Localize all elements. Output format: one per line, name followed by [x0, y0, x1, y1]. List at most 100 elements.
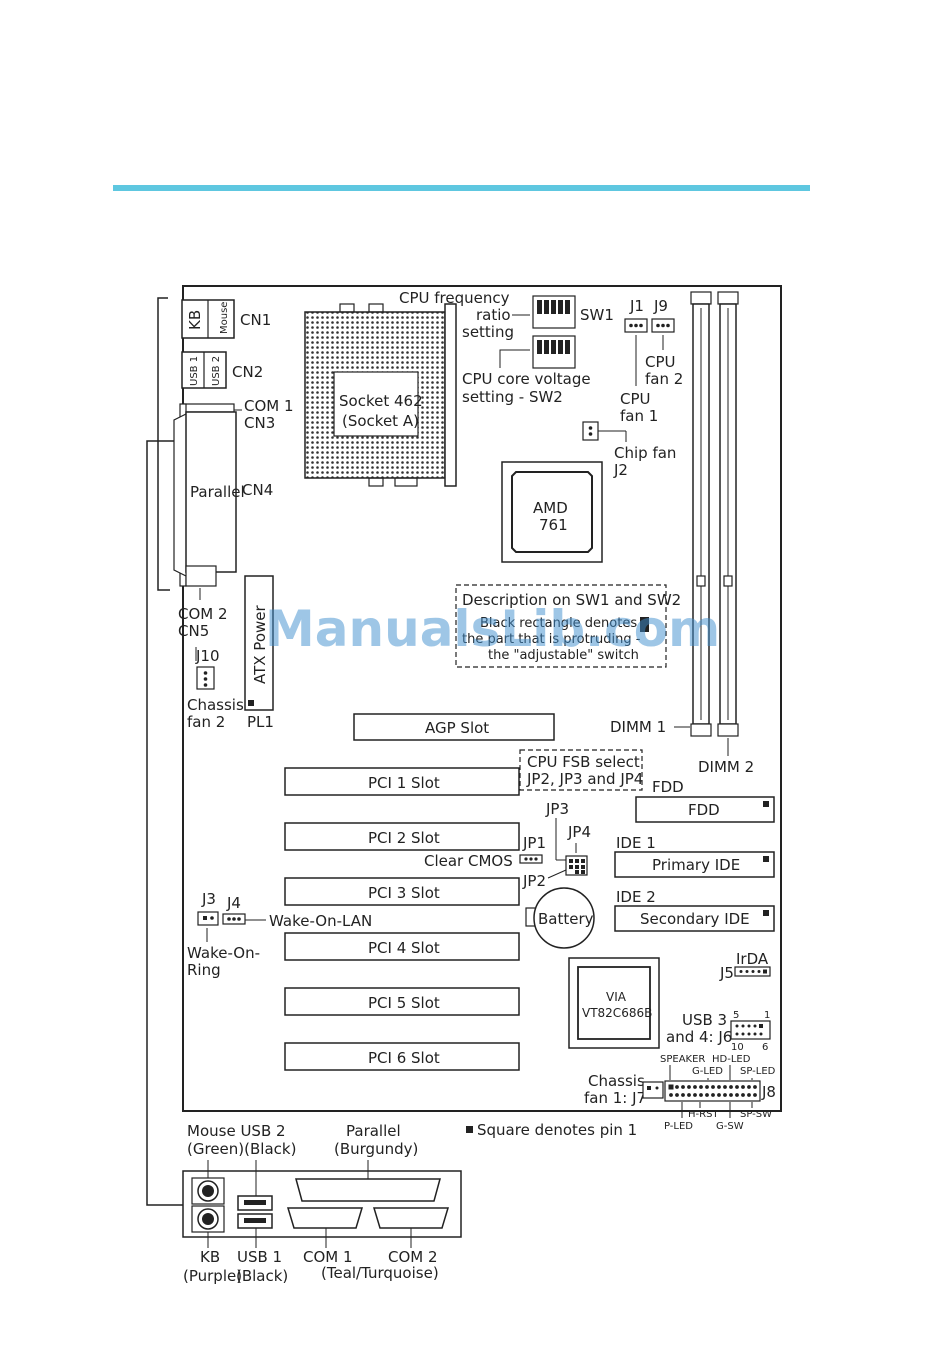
- sw2-switch: [532, 335, 576, 369]
- desc-line-b: Black rectangle denotes: [480, 616, 637, 631]
- j4-label: J4: [226, 894, 241, 912]
- parallel-top-label-b: (Burgundy): [334, 1140, 418, 1158]
- wor-label-b: Ring: [187, 961, 221, 979]
- usb34-label-a: USB 3: [682, 1011, 727, 1029]
- chassis-fan1-label-b: fan 1: J7: [584, 1089, 646, 1107]
- chassis-fan2-label-b: fan 2: [187, 713, 225, 731]
- watermark: ManualsLib.com: [265, 600, 720, 658]
- cn1-connector: KB Mouse: [181, 299, 235, 339]
- pci5-slot: [284, 987, 520, 1016]
- description-box: Description on SW1 and SW2 Black rectang…: [455, 584, 681, 668]
- pci6-slot: [284, 1042, 520, 1071]
- socket-label-a: Socket 462: [339, 392, 423, 410]
- ide2-label: IDE 2: [616, 888, 656, 906]
- wor-label-a: Wake-On-: [187, 944, 260, 962]
- j1-label: J1: [629, 297, 644, 315]
- cpu-freq-label-c: setting: [462, 323, 514, 341]
- socket-462: Socket 462 (Socket A): [304, 303, 457, 487]
- cpu-fan1-label-a: CPU: [620, 390, 651, 408]
- com2-label: COM 2: [178, 605, 228, 623]
- pci2-label: PCI 2 Slot: [368, 829, 440, 847]
- bottom-teal-label: (Teal/Turquoise): [321, 1264, 439, 1282]
- j9-header: [651, 318, 675, 333]
- mouse-label: Mouse: [219, 302, 230, 334]
- cpu-fan2-label-b: fan 2: [645, 370, 683, 388]
- fsb-box: [519, 749, 643, 791]
- pci4-label: PCI 4 Slot: [368, 939, 440, 957]
- pci4-slot: [284, 932, 520, 961]
- square-note: Square denotes pin 1: [477, 1121, 637, 1139]
- mouse-usb2-label-b: (Green)(Black): [187, 1140, 296, 1158]
- pin10-label: 10: [731, 1042, 744, 1053]
- amd-761-chip: AMD 761: [501, 461, 603, 563]
- parallel-top-label-a: Parallel: [346, 1122, 401, 1140]
- usb1-short-label: USB 1: [189, 356, 200, 386]
- pci1-label: PCI 1 Slot: [368, 774, 440, 792]
- primary-ide-connector: [614, 851, 775, 878]
- j8-label: J8: [761, 1083, 776, 1101]
- chip-fan-header: [582, 421, 599, 441]
- j4-header: [222, 913, 246, 925]
- bottom-usb1-label-a: USB 1: [237, 1248, 282, 1266]
- bottom-kb-label-a: KB: [200, 1248, 220, 1266]
- cpu-freq-label-b: ratio: [476, 306, 511, 324]
- fsb-label-a: CPU FSB select: [527, 753, 640, 771]
- cpu-fan1-label-b: fan 1: [620, 407, 658, 425]
- wol-label: Wake-On-LAN: [269, 912, 372, 930]
- clear-cmos-label: Clear CMOS: [424, 852, 513, 870]
- secondary-ide-label: Secondary IDE: [640, 910, 750, 928]
- via-label-a: VIA: [606, 990, 627, 1004]
- com1-label: COM 1: [244, 397, 294, 415]
- g-sw-label: G-SW: [716, 1121, 744, 1132]
- dimm2-label: DIMM 2: [698, 758, 754, 776]
- jp1-label: JP1: [522, 834, 546, 852]
- board-outline: [182, 285, 782, 1112]
- dimm2-slot: [717, 291, 739, 737]
- fdd-connector: [635, 796, 775, 823]
- bottom-com1-label: COM 1: [303, 1248, 353, 1266]
- desc-line-a: Description on SW1 and SW2: [462, 591, 681, 609]
- usb2-short-label: USB 2: [211, 356, 222, 386]
- atx-power-label: ATX Power: [251, 605, 269, 684]
- header-rule: [113, 185, 810, 191]
- chip-fan-label-b: J2: [613, 461, 628, 479]
- j10-header: [196, 666, 215, 690]
- hd-led-label: HD-LED: [712, 1054, 751, 1065]
- bottom-com2-label: COM 2: [388, 1248, 438, 1266]
- j8-header: [664, 1065, 761, 1118]
- pl1-label: PL1: [247, 713, 274, 731]
- desc-line-c: the part that is protruding -: [462, 632, 641, 647]
- chip-fan-label-a: Chip fan: [614, 444, 676, 462]
- fsb-label-b: JP2, JP3 and JP4: [526, 770, 643, 788]
- mouse-usb2-label-a: Mouse USB 2: [187, 1122, 286, 1140]
- jp4-label: JP4: [567, 823, 591, 841]
- pin5-label: 5: [733, 1010, 739, 1021]
- cn2-connector: USB 1 USB 2: [181, 351, 227, 389]
- irda-label: IrDA: [736, 950, 769, 968]
- h-rst-label: H-RST: [688, 1109, 719, 1120]
- j5-header: [734, 966, 771, 977]
- sw1-label: SW1: [580, 306, 614, 324]
- fdd-label: FDD: [688, 801, 720, 819]
- pci3-label: PCI 3 Slot: [368, 884, 440, 902]
- fdd-label-top: FDD: [652, 778, 684, 796]
- kb-label: KB: [186, 310, 204, 330]
- back-panel-brackets: [146, 297, 185, 1206]
- speaker-label: SPEAKER: [660, 1054, 705, 1065]
- j7-header: [642, 1081, 664, 1099]
- cn1-label: CN1: [240, 311, 271, 329]
- cpu-freq-label-a: CPU frequency: [399, 289, 510, 307]
- pin6-label: 6: [762, 1042, 768, 1053]
- amd-label-a: AMD: [533, 499, 568, 517]
- agp-slot: [353, 713, 555, 741]
- primary-ide-label: Primary IDE: [652, 856, 740, 874]
- dimm1-label: DIMM 1: [610, 718, 666, 736]
- g-led-label: G-LED: [692, 1066, 723, 1077]
- dimm1-slot: [690, 291, 712, 737]
- square-marker: [466, 1126, 473, 1133]
- j3-label: J3: [201, 890, 216, 908]
- parallel-connector: Parallel: [173, 403, 245, 587]
- com1-header: [183, 403, 235, 413]
- j5-label: J5: [719, 964, 734, 982]
- socket-label-b: (Socket A): [342, 412, 419, 430]
